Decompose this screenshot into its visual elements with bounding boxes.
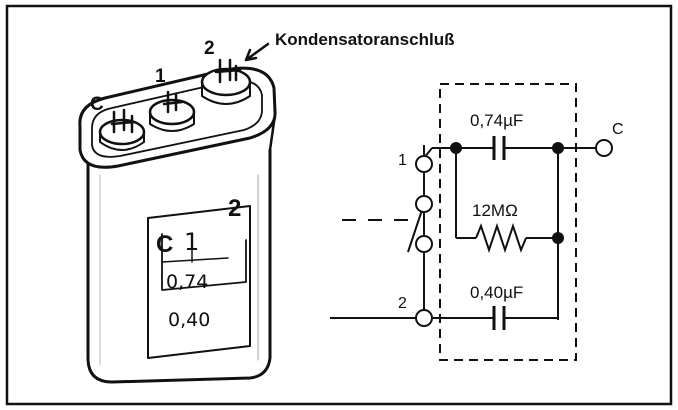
resistor-12mohm — [475, 222, 527, 254]
cap-top-value: 0,74µF — [470, 111, 523, 130]
node-c-terminal — [595, 139, 613, 157]
plate-value-074: 0,74 — [166, 271, 208, 293]
terminal-c-label: C — [90, 94, 104, 115]
housing-dashed-box — [439, 83, 577, 361]
callout-label: Kondensatoranschluß — [275, 30, 454, 49]
plate-1-label: 1 — [184, 228, 199, 256]
junction-resistor-right — [552, 232, 564, 244]
switch-contact-lower — [415, 235, 433, 253]
plate-2-label: 2 — [228, 195, 241, 222]
capacitor-drawing — [78, 42, 277, 384]
junction-top-right — [552, 142, 564, 154]
capacitor-body — [86, 113, 277, 384]
node-c-label: C — [612, 121, 624, 138]
label-plate — [147, 205, 251, 359]
terminal-2-label: 2 — [204, 38, 215, 59]
resistor-value: 12MΩ — [472, 201, 518, 220]
terminal-2 — [200, 58, 252, 105]
terminal-c — [98, 108, 146, 151]
outer-frame — [5, 4, 673, 406]
switch-contact-upper — [415, 195, 433, 213]
terminal-1-label: 1 — [155, 66, 166, 87]
node-1-label: 1 — [398, 152, 407, 169]
node-1-terminal — [415, 155, 433, 173]
callout-arrow — [244, 42, 270, 62]
plate-c-label: C — [156, 231, 173, 258]
junction-top-left — [450, 142, 462, 154]
cap-bottom-value: 0,40µF — [470, 283, 523, 302]
terminal-1 — [148, 90, 196, 132]
circuit-schematic — [330, 83, 596, 361]
plate-value-040: 0,40 — [168, 309, 210, 331]
node-2-label: 2 — [398, 295, 407, 312]
node-2-terminal — [415, 309, 433, 327]
